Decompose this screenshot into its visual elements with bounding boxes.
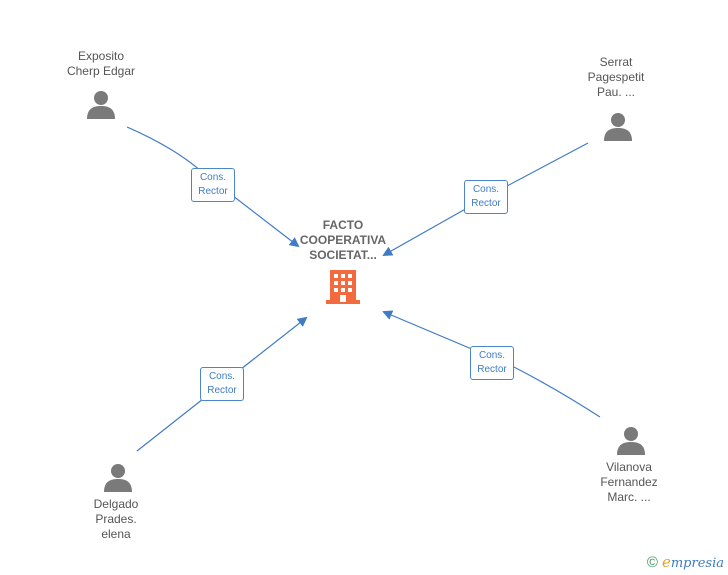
person-name-line: Pagespetit [587,70,645,84]
relation-label-line: Rector [471,198,501,209]
relation-label-line: Cons. [478,350,506,361]
edge-vilanova-to-company [382,310,601,418]
company-name-line: SOCIETAT... [309,248,377,262]
relation-label-line: Rector [198,186,228,197]
brand-name: mpresia [670,556,724,571]
person-icon[interactable] [86,89,116,119]
person-name-line: Marc. ... [607,490,651,504]
person-icon[interactable] [603,111,633,141]
person-name-line: Fernandez [600,475,658,489]
copyright-icon: © [646,553,658,571]
relation-label-exposito[interactable]: Cons. Rector [191,168,235,202]
footer-branding[interactable]: © empresia [647,553,724,571]
company-name-line: COOPERATIVA [299,233,387,247]
person-icon[interactable] [616,425,646,455]
company-name-line: FACTO [322,218,364,232]
person-name-line: Cherp Edgar [66,64,136,78]
person-name-line: Vilanova [606,460,652,474]
relation-label-line: Cons. [472,184,500,195]
relation-label-line: Cons. [208,371,236,382]
person-name-delgado[interactable]: Delgado Prades. elena [56,497,176,542]
relation-label-serrat[interactable]: Cons. Rector [464,180,508,214]
person-name-line: elena [101,527,131,541]
person-name-serrat[interactable]: Serrat Pagespetit Pau. ... [556,55,676,100]
brand-initial: e [661,553,671,571]
brand-logo[interactable]: empresia [662,553,724,571]
relation-label-line: Rector [207,385,237,396]
relation-label-line: Cons. [199,172,227,183]
person-name-vilanova[interactable]: Vilanova Fernandez Marc. ... [569,460,689,505]
relation-label-vilanova[interactable]: Cons. Rector [470,346,514,380]
person-name-line: Serrat [599,55,633,69]
person-name-exposito[interactable]: Exposito Cherp Edgar [41,49,161,79]
person-name-line: Prades. [95,512,137,526]
person-name-line: Exposito [77,49,125,63]
person-name-line: Pau. ... [596,85,636,99]
relation-label-delgado[interactable]: Cons. Rector [200,367,244,401]
person-icon[interactable] [103,462,133,492]
relation-label-line: Rector [477,364,507,375]
person-name-line: Delgado [93,497,139,511]
building-icon[interactable] [326,268,360,304]
company-name[interactable]: FACTO COOPERATIVA SOCIETAT... [283,218,403,263]
